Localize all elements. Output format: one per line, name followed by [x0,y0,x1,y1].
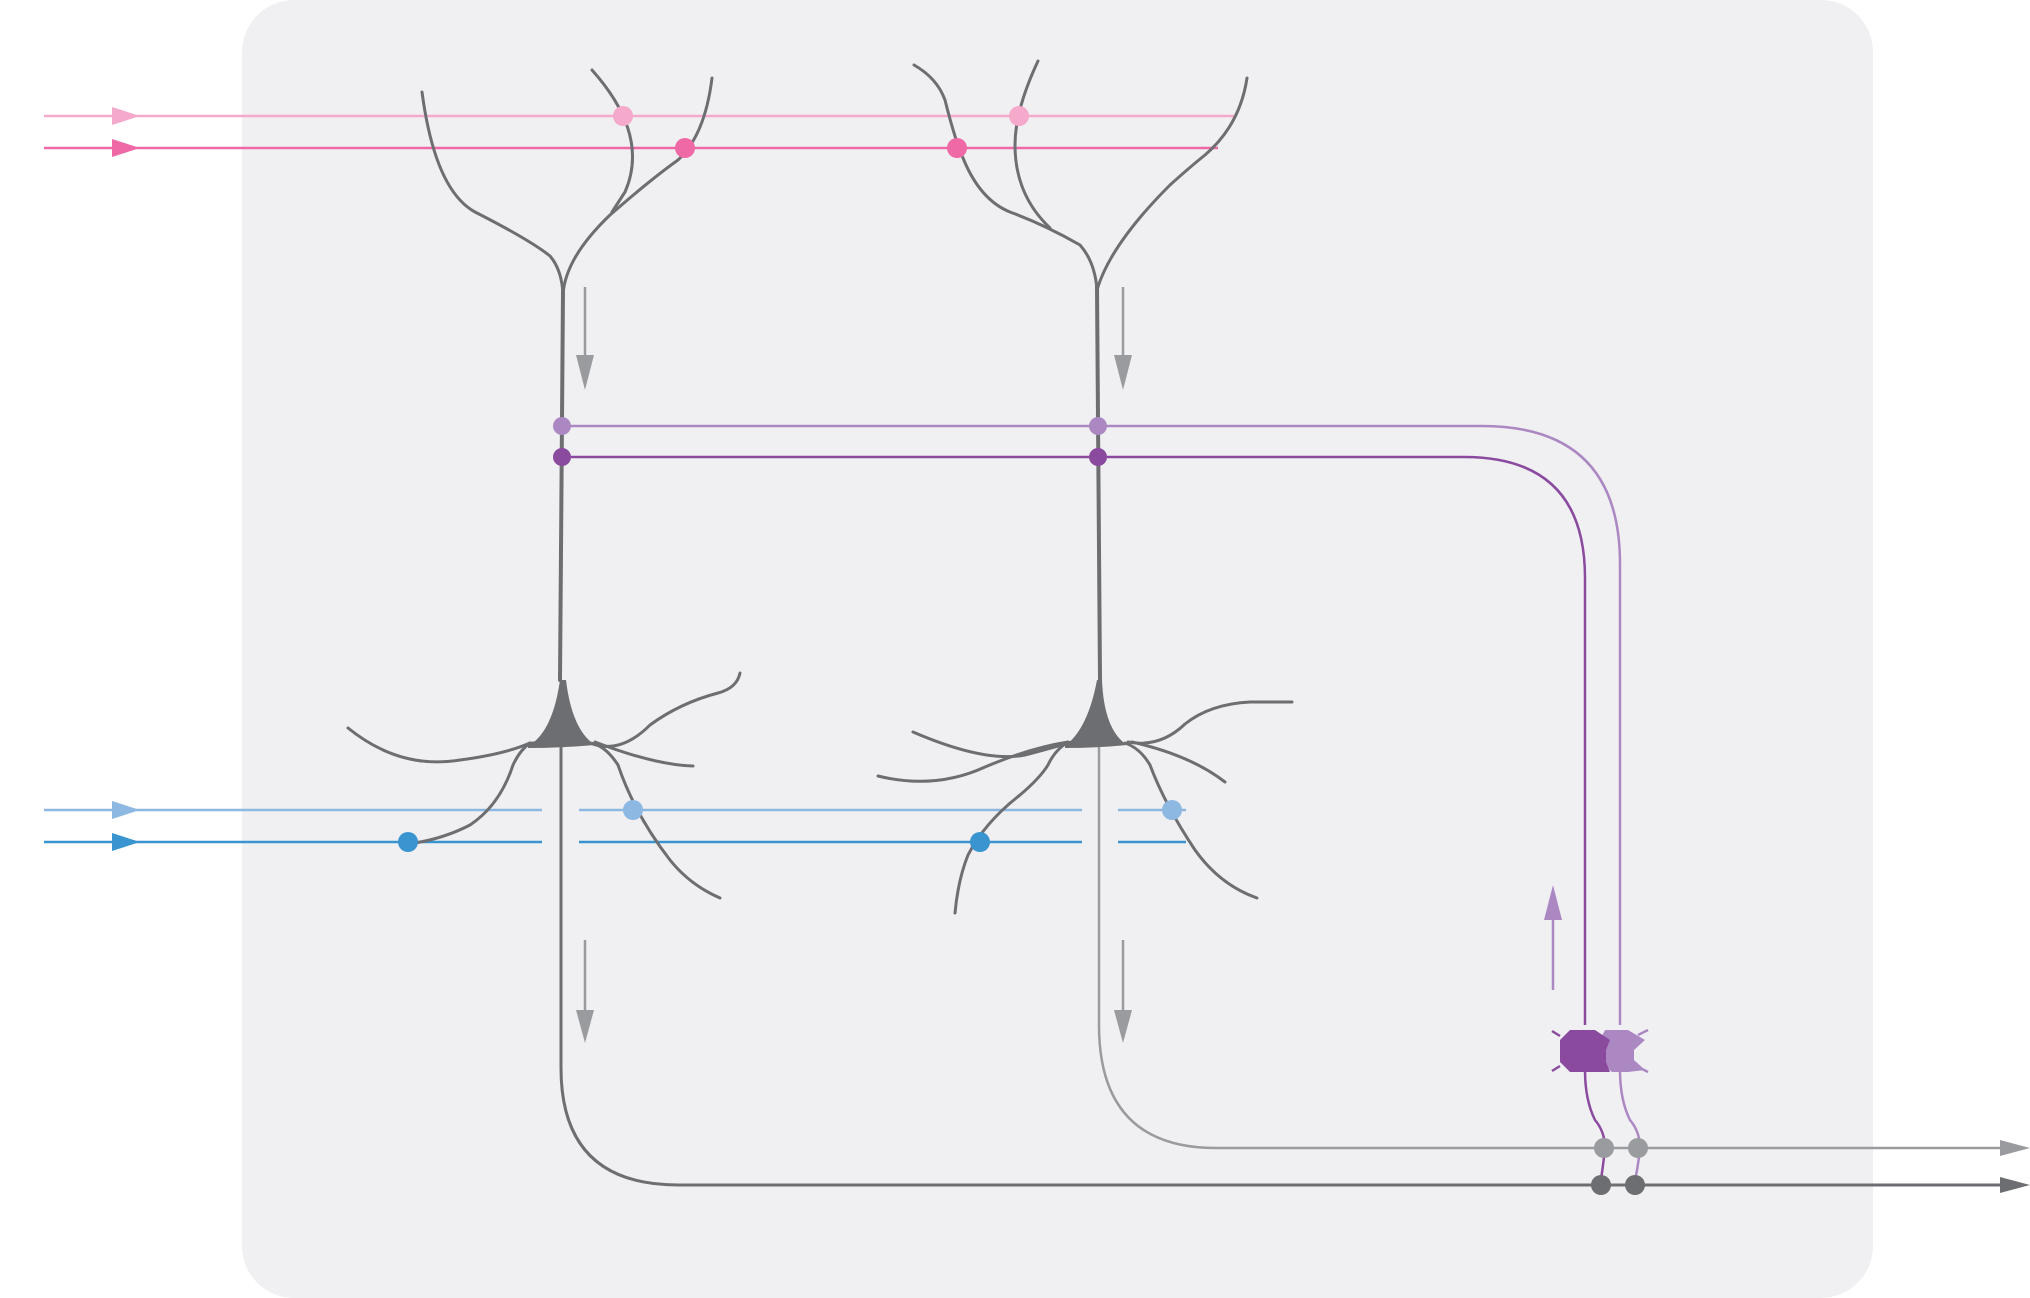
synapse-purple-light-right [1089,417,1107,435]
basal-dendrites-left [346,726,532,764]
pink-dark-input-arrow [112,139,140,157]
blue-input-axons [44,801,1186,851]
synapses [398,106,1648,1195]
soma-left [530,680,595,745]
blue-dark-input-arrow [112,833,140,851]
gray-dark-output-arrow [2000,1177,2030,1193]
pink-light-input-arrow [112,107,140,125]
apical-tuft-right [912,63,1099,292]
synapse-blue-light-left [623,800,643,820]
axon-left [559,741,2002,1187]
synapse-pink-light-left [613,106,633,126]
synapse-pink-light-right [1009,106,1029,126]
interneuron-dark [1551,1029,1610,1186]
axon-right [1097,746,2002,1150]
interneuron-light-soma [1600,1030,1645,1072]
synapse-blue-light-right [1162,800,1182,820]
basal-dendrites-right [911,730,1074,759]
signal-direction-arrows [576,287,1562,1043]
synapse-gray-dark-a [1591,1175,1611,1195]
soma-left-base [528,740,595,748]
pyramidal-neuron-right [876,59,2002,1150]
purple-dark-axon [562,455,1587,1025]
synapse-pink-dark-left [675,138,695,158]
synapse-purple-dark-left [553,448,571,466]
synapse-gray-light-b [1628,1138,1648,1158]
apical-trunk-right [1095,285,1102,682]
up-arrow-interneuron [1544,885,1562,920]
synapse-pink-dark-right [947,138,967,158]
down-arrow-left-apical [576,355,594,390]
purple-axons [562,424,1622,1025]
apical-tuft-left [420,90,565,297]
soma-right-base [1065,740,1127,748]
synapse-blue-dark-left [398,832,418,852]
down-arrow-right-apical [1114,355,1132,390]
synapse-purple-dark-right [1089,448,1107,466]
interneuron-light [1600,1028,1649,1186]
down-arrow-left-axon [576,1010,594,1043]
gray-light-output-arrow [2000,1140,2030,1156]
synapse-purple-light-left [553,417,571,435]
pyramidal-neuron-left [346,68,2002,1187]
cortex-panel [242,0,1873,1298]
interneuron-dark-soma [1560,1030,1610,1072]
synapse-blue-dark-right [970,832,990,852]
synapse-gray-dark-b [1625,1175,1645,1195]
down-arrow-right-axon [1114,1010,1132,1043]
soma-right [1066,680,1127,745]
apical-trunk-left [558,288,565,682]
synapse-gray-light-a [1594,1138,1614,1158]
blue-light-input-arrow [112,801,140,819]
purple-light-axon [562,424,1622,1025]
